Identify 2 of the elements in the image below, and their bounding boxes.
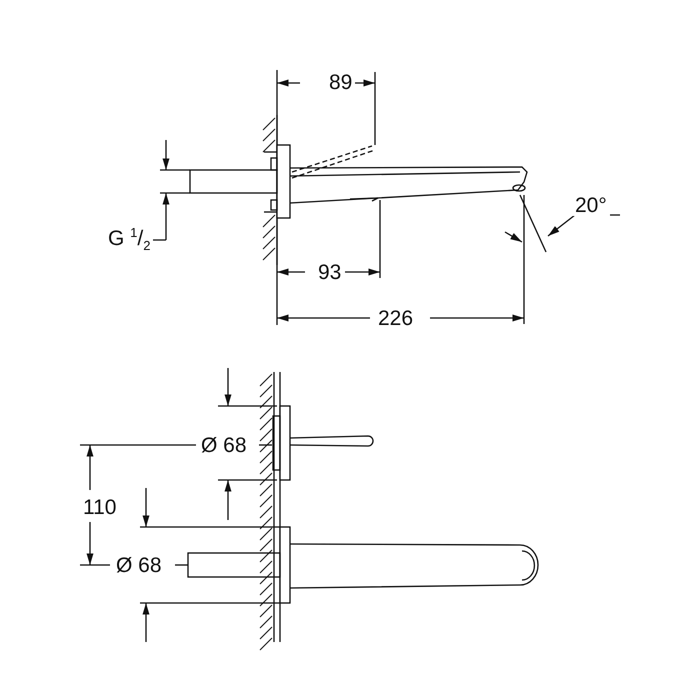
dimension-label: 20° — [572, 195, 610, 216]
dimension-label: G $^{1}$/$_{2}$ — [105, 226, 154, 252]
